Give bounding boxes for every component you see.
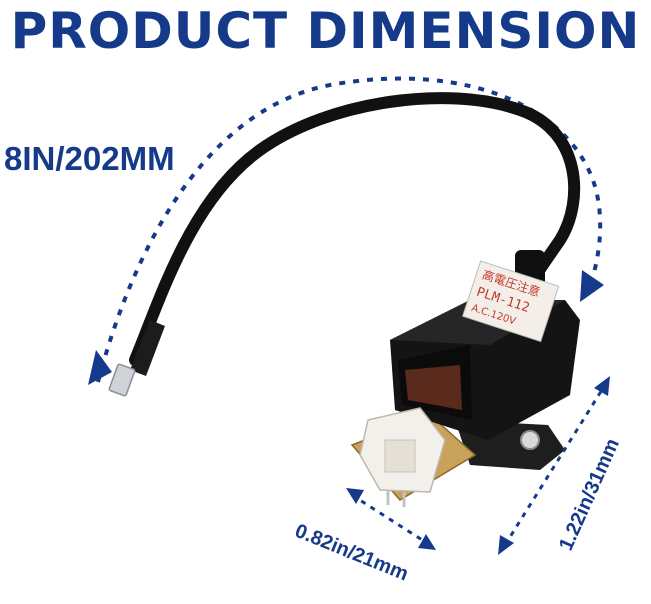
arrowhead-left-icon xyxy=(88,350,112,385)
cable-sleeve xyxy=(130,320,165,376)
page-title: PRODUCT DIMENSION xyxy=(10,2,641,60)
spade-terminal xyxy=(108,363,136,397)
cable-length-label: 8IN/202MM xyxy=(4,140,175,177)
width-arrowhead-left-icon xyxy=(346,488,364,504)
width-arrowhead-right-icon xyxy=(418,534,436,550)
cable xyxy=(129,92,581,366)
height-arrowhead-bottom-icon xyxy=(498,535,514,555)
arrowhead-right-icon xyxy=(580,270,604,302)
width-dimension-line xyxy=(351,493,431,547)
mounting-hole xyxy=(520,430,540,450)
height-arrowhead-top-icon xyxy=(594,376,610,396)
product-label xyxy=(462,260,560,343)
height-dimension-line xyxy=(503,384,607,546)
white-connector xyxy=(359,407,446,507)
